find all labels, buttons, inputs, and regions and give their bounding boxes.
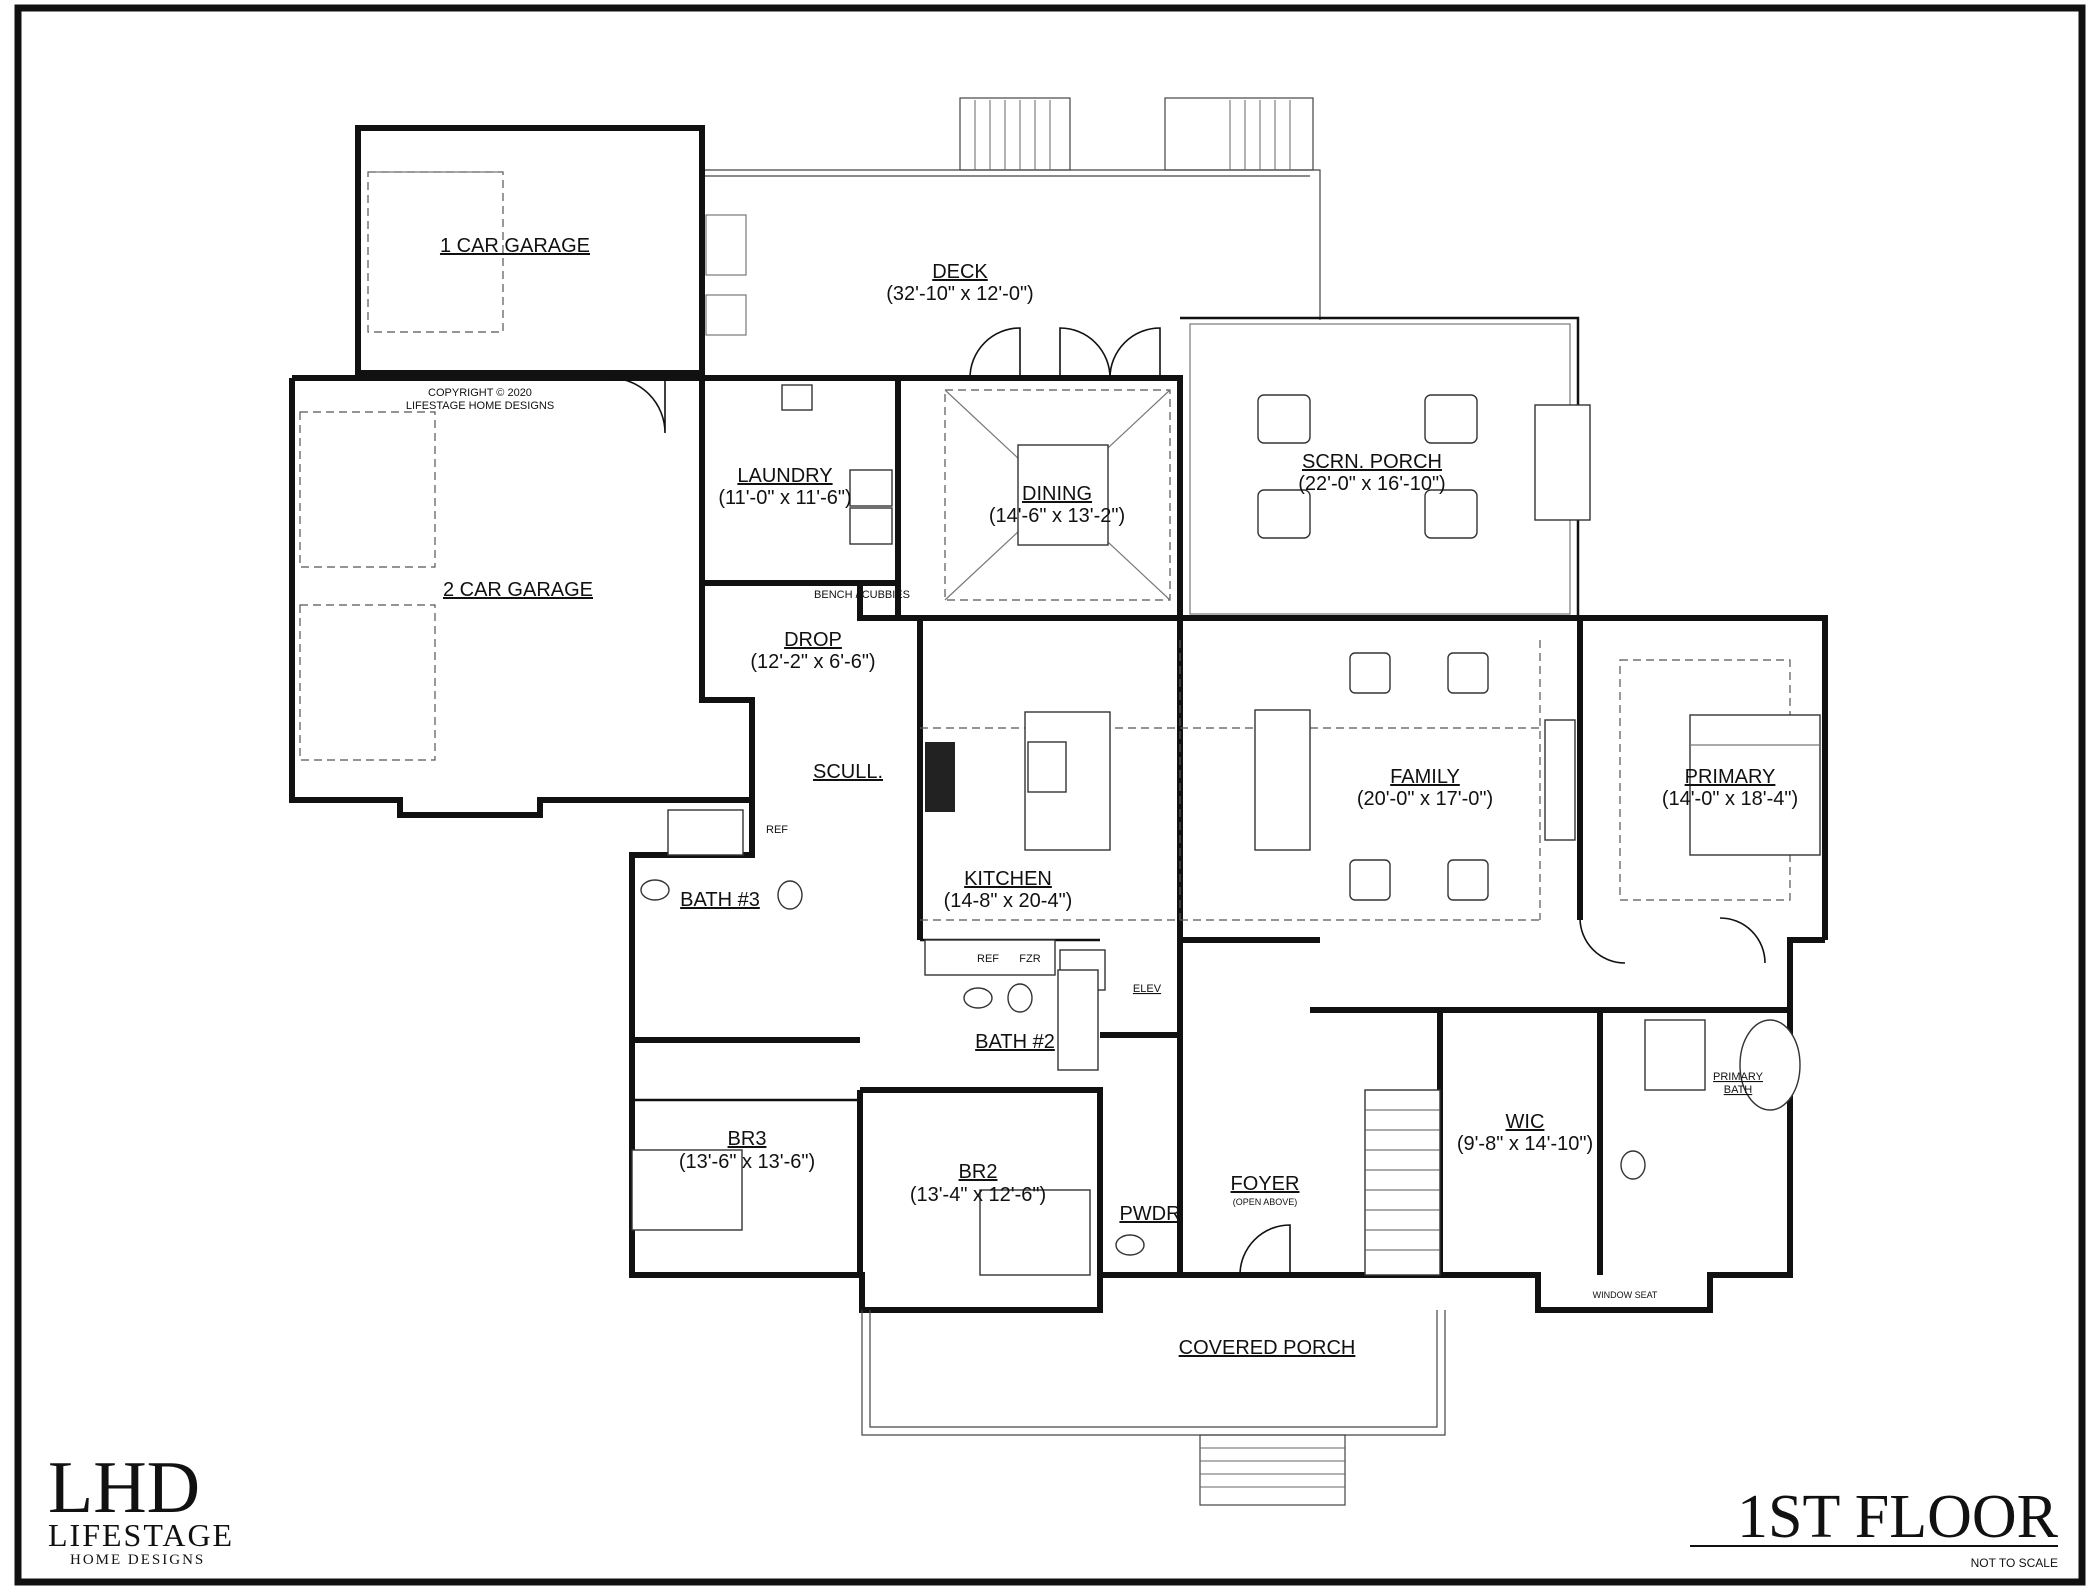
kitchen-fixtures <box>924 709 1576 991</box>
primary-bath-label1: PRIMARY <box>1713 1071 1764 1083</box>
primary-dims: (14'-0" x 18'-4") <box>1662 788 1798 810</box>
br2-dims: (13'-4" x 12'-6") <box>910 1184 1046 1206</box>
br3-label: BR3 <box>728 1128 767 1150</box>
logo-name: LIFESTAGE <box>48 1517 234 1553</box>
window-seat-label: WINDOW SEAT <box>1593 1290 1658 1300</box>
one-car-garage-label: 1 CAR GARAGE <box>440 235 590 257</box>
dining-dims: (14'-6" x 13'-2") <box>989 505 1125 527</box>
deck-label: DECK <box>932 261 988 283</box>
two-car-garage-label: 2 CAR GARAGE <box>443 579 593 601</box>
dining-room <box>895 375 1183 621</box>
scull-label: SCULL. <box>813 761 883 783</box>
logo-tagline: HOME DESIGNS <box>70 1552 205 1568</box>
bath3-label: BATH #3 <box>680 889 760 911</box>
room-labels: 1 CAR GARAGE 2 CAR GARAGE COPYRIGHT © 20… <box>406 235 1798 1359</box>
company-logo: LHD LIFESTAGE HOME DESIGNS <box>48 1447 234 1568</box>
bath-fixtures <box>640 809 1801 1256</box>
ref-label: REF <box>977 953 999 965</box>
br2-label: BR2 <box>959 1161 998 1183</box>
main-walls <box>629 580 1828 1313</box>
family-label: FAMILY <box>1390 766 1460 788</box>
stairs <box>1364 1089 1441 1276</box>
deck-area <box>702 97 1321 336</box>
two-car-garage <box>289 375 755 818</box>
covered-porch-area <box>861 1310 1446 1506</box>
floor-title: 1ST FLOOR <box>1737 1483 2059 1551</box>
laundry-label: LAUNDRY <box>737 465 832 487</box>
sheet-border <box>14 4 2086 1586</box>
primary-label: PRIMARY <box>1685 766 1776 788</box>
kitchen-label: KITCHEN <box>964 868 1052 890</box>
laundry-dims: (11'-0" x 11'-6") <box>718 487 851 509</box>
dining-label: DINING <box>1022 483 1092 505</box>
br3-dims: (13'-6" x 13'-6") <box>679 1151 815 1173</box>
elev-label: ELEV <box>1133 983 1162 995</box>
screened-porch <box>1180 316 1591 618</box>
family-dims: (20'-0" x 17'-0") <box>1357 788 1493 810</box>
bath2-label: BATH #2 <box>975 1031 1055 1053</box>
copyright-line2: LIFESTAGE HOME DESIGNS <box>406 400 554 412</box>
logo-monogram: LHD <box>48 1447 200 1529</box>
bench-label: BENCH / CUBBIES <box>814 589 910 601</box>
deck-dims: (32'-10" x 12'-0") <box>886 283 1033 305</box>
drop-dims: (12'-2" x 6'-6") <box>750 651 875 673</box>
foyer-note: (OPEN ABOVE) <box>1233 1197 1298 1207</box>
copyright-line1: COPYRIGHT © 2020 <box>428 387 532 399</box>
primary-bath-label2: BATH <box>1724 1084 1753 1096</box>
fzr-label: FZR <box>1019 953 1040 965</box>
scale-note: NOT TO SCALE <box>1971 1556 2058 1570</box>
drop-label: DROP <box>784 629 842 651</box>
pwdr-label: PWDR <box>1119 1203 1180 1225</box>
kitchen-dims: (14-8" x 20-4") <box>944 890 1073 912</box>
wic-dims: (9'-8" x 14'-10") <box>1457 1133 1593 1155</box>
scrn-porch-dims: (22'-0" x 16'-10") <box>1298 473 1445 495</box>
foyer-label: FOYER <box>1231 1173 1300 1195</box>
bedroom-beds <box>631 1149 1091 1276</box>
one-car-garage <box>355 125 705 376</box>
family-furniture <box>1349 652 1489 901</box>
wic-label: WIC <box>1506 1111 1545 1133</box>
door-swings <box>609 327 1766 1276</box>
covered-porch-label: COVERED PORCH <box>1179 1337 1356 1359</box>
scrn-porch-label: SCRN. PORCH <box>1302 451 1442 473</box>
primary-bed <box>1689 714 1821 856</box>
ref-scull-label: REF <box>766 824 788 836</box>
sheet-title: 1ST FLOOR NOT TO SCALE <box>1690 1483 2059 1570</box>
